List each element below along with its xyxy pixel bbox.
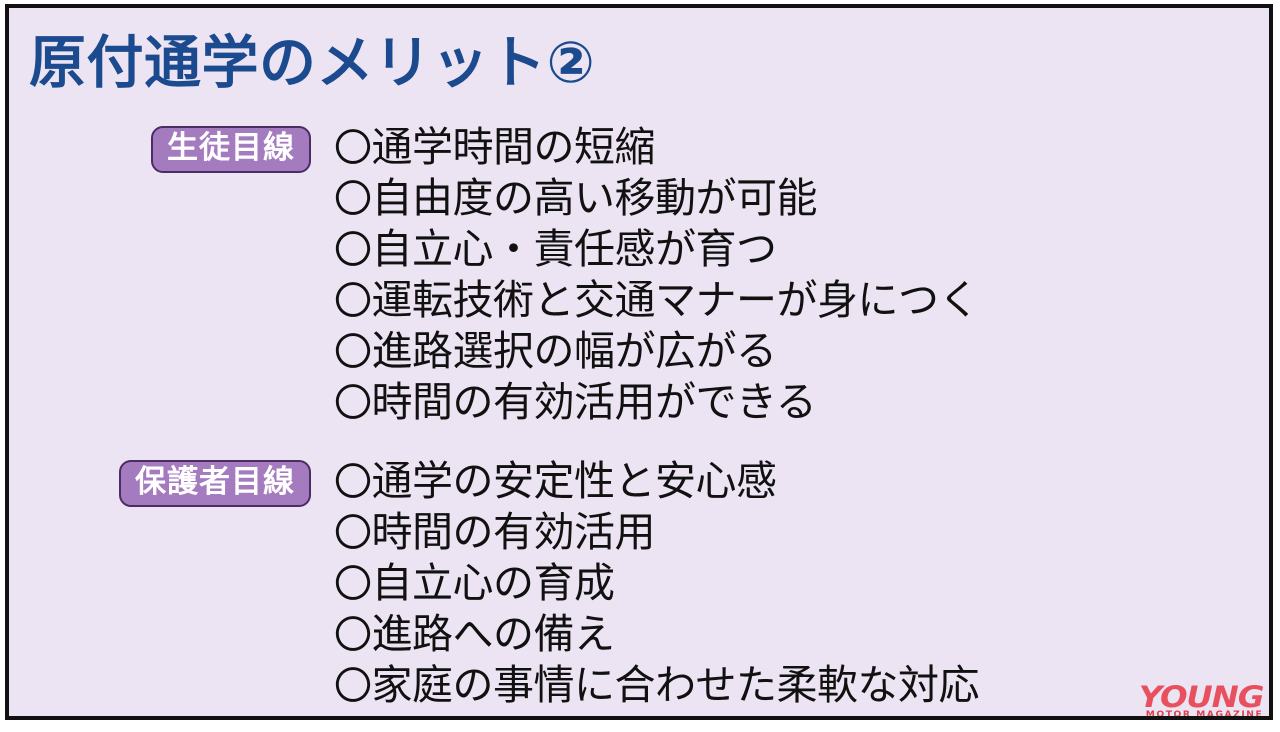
list-item-label: 進路への備え	[371, 610, 616, 658]
circle-bullet-icon: 〇	[334, 228, 372, 272]
list-item-label: 通学の安定性と安心感	[371, 457, 778, 505]
watermark-logo: YOUNG MOTOR MAGAZINE	[1138, 682, 1264, 720]
list-item: 〇時間の有効活用ができる	[334, 377, 979, 428]
badge-container-guardian: 保護者目線	[9, 459, 311, 507]
watermark-subtitle-text: MOTOR MAGAZINE	[1145, 710, 1263, 720]
page-title: 原付通学のメリット②	[29, 30, 596, 96]
circle-bullet-icon: 〇	[334, 126, 372, 170]
circle-bullet-icon: 〇	[334, 460, 372, 504]
list-item-label: 時間の有効活用ができる	[371, 378, 817, 426]
list-item-label: 家庭の事情に合わせた柔軟な対応	[371, 661, 980, 709]
circle-bullet-icon: 〇	[334, 613, 372, 657]
list-item-label: 時間の有効活用	[371, 508, 656, 556]
list-item-label: 運転技術と交通マナーが身につく	[371, 276, 980, 324]
circle-bullet-icon: 〇	[334, 562, 372, 606]
list-item: 〇自立心の育成	[334, 558, 979, 609]
list-item-label: 自由度の高い移動が可能	[371, 174, 818, 222]
circle-bullet-icon: 〇	[334, 177, 372, 221]
list-item: 〇進路への備え	[334, 609, 979, 660]
circle-bullet-icon: 〇	[334, 381, 372, 425]
circle-bullet-icon: 〇	[334, 279, 372, 323]
watermark-brand-text: YOUNG	[1138, 679, 1264, 714]
badge-guardian-perspective: 保護者目線	[119, 459, 311, 507]
circle-bullet-icon: 〇	[334, 511, 372, 555]
slide-body: 原付通学のメリット② 生徒目線 〇通学時間の短縮 〇自由度の高い移動が可能 〇自…	[9, 8, 1269, 716]
slide-frame: 原付通学のメリット② 生徒目線 〇通学時間の短縮 〇自由度の高い移動が可能 〇自…	[5, 4, 1273, 720]
badge-student-perspective: 生徒目線	[151, 125, 311, 173]
list-item: 〇家庭の事情に合わせた柔軟な対応	[334, 660, 980, 711]
list-item-label: 通学時間の短縮	[371, 123, 656, 171]
list-item: 〇通学時間の短縮	[334, 122, 979, 173]
badge-container-student: 生徒目線	[9, 125, 311, 173]
list-item: 〇進路選択の幅が広がる	[334, 326, 979, 377]
list-item-label: 進路選択の幅が広がる	[371, 327, 778, 375]
list-item-label: 自立心の育成	[371, 559, 616, 607]
bullet-list-student: 〇通学時間の短縮 〇自由度の高い移動が可能 〇自立心・責任感が育つ 〇運転技術と…	[334, 122, 980, 428]
list-item: 〇通学の安定性と安心感	[334, 456, 979, 507]
circle-bullet-icon: 〇	[334, 330, 372, 374]
circle-bullet-icon: 〇	[334, 664, 372, 708]
list-item: 〇運転技術と交通マナーが身につく	[334, 275, 980, 326]
list-item: 〇自立心・責任感が育つ	[334, 224, 979, 275]
list-item-label: 自立心・責任感が育つ	[371, 225, 778, 273]
list-item: 〇自由度の高い移動が可能	[334, 173, 979, 224]
list-item: 〇時間の有効活用	[334, 507, 979, 558]
bullet-list-guardian: 〇通学の安定性と安心感 〇時間の有効活用 〇自立心の育成 〇進路への備え 〇家庭…	[334, 456, 980, 711]
